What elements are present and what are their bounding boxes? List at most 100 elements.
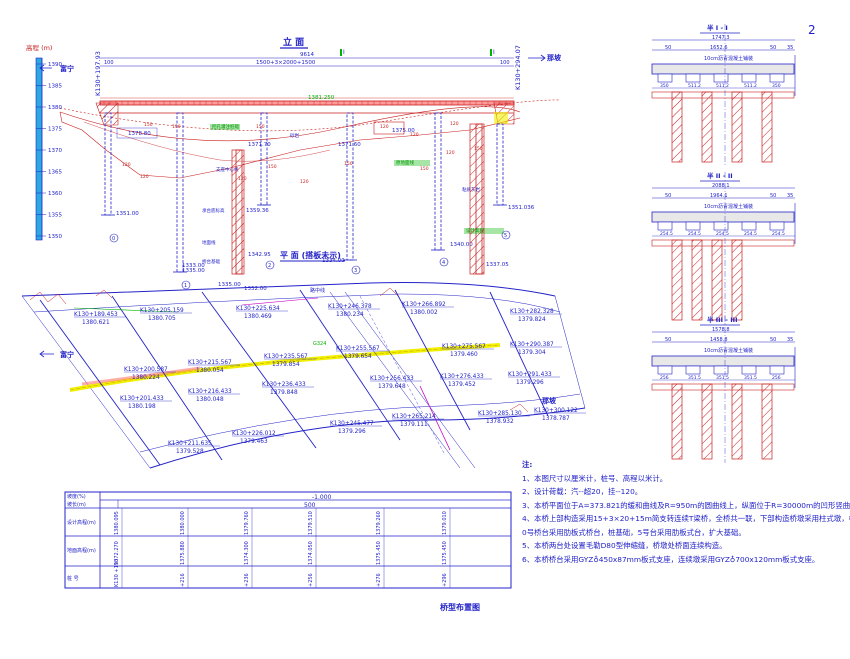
plan-station-k: K130+215.567: [188, 360, 232, 366]
elevation-value: 1371.60: [338, 142, 361, 148]
small-dim: 120: [450, 121, 459, 127]
small-dim: 120: [122, 162, 131, 168]
elevation-annotation: 砂岩: [290, 132, 299, 139]
table-ground-elev: 1374.050: [308, 541, 314, 565]
elevation-value: 1351.00: [116, 211, 139, 217]
table-station: +236: [244, 573, 250, 587]
section-dim: 1458.8: [710, 337, 728, 343]
plan-station-k: K130+189.453: [74, 312, 118, 318]
elevation-title: 立 面: [283, 36, 304, 48]
elevation-value: 1335.00: [218, 282, 241, 288]
plan-station-elev: 1379.854: [272, 362, 300, 368]
elevation-annotation: 支座中心线: [216, 166, 239, 173]
plan-station-label: K130+226.012 1379.463: [232, 431, 284, 445]
section-beam-dim: 254.5: [716, 231, 729, 237]
section-dim: 50: [665, 193, 671, 199]
elevation-value: 1371.70: [248, 142, 271, 148]
elevation-annotation: 承台底标高: [202, 207, 225, 214]
scale-tick-label: 1355: [48, 213, 62, 219]
table-design-elev: 1379.510: [308, 511, 314, 535]
table-station: +216: [180, 573, 186, 587]
elevation-right-end: 那坡: [547, 53, 562, 62]
scale-tick-label: 1385: [48, 84, 62, 90]
plan-station-k: K130+282.328: [510, 309, 554, 315]
section-deck-note: 10cm沥青混凝土铺装: [704, 55, 753, 62]
plan-station-k: K130+226.012: [232, 431, 276, 437]
elevation-value: 1359.36: [246, 208, 269, 214]
pier-number: 2: [268, 263, 271, 269]
small-dim: 150: [344, 161, 353, 167]
elevation-value: 1375.00: [392, 128, 415, 134]
scale-tick-label: 1375: [48, 127, 62, 133]
plan-station-elev: 1380.054: [196, 368, 224, 374]
pier-number: 5: [504, 233, 507, 239]
section-beam-dim: 256: [772, 375, 781, 381]
plan-station-k: K130+235.567: [264, 354, 308, 360]
plan-station-label: K130+215.567 1380.054: [188, 360, 240, 374]
plan-station-k: K130+211.635: [168, 441, 212, 447]
table-row-label: 设计高程(m): [67, 519, 96, 526]
tbl-length: 500: [304, 502, 316, 509]
section-dim: 1964.1: [710, 193, 728, 199]
section-dim: 50: [770, 193, 776, 199]
small-dim: 120: [410, 132, 419, 138]
plan-axis-label: 路中线: [310, 287, 325, 294]
table-station: +296: [442, 573, 448, 587]
elevation-value: 1333.00: [182, 263, 205, 269]
section-title: 半 I - I: [707, 23, 728, 32]
plan-station-elev: 1380.234: [336, 312, 364, 318]
plan-station-elev: 1378.787: [542, 416, 570, 422]
table-ground-elev: 1374.300: [244, 541, 250, 565]
section-title: 半 II - II: [707, 171, 733, 180]
plan-station-elev: 1380.048: [196, 397, 224, 403]
pier-number-circle: [181, 280, 191, 290]
profile-table: 坡度(%)坡长(m)设计高程(m)地面高程(m)桩 号 -1.000 500 1…: [64, 491, 512, 589]
plan-station-elev: 1379.304: [518, 350, 546, 356]
table-station: +256: [308, 573, 314, 587]
plan-title: 平 面 (搭板未示): [280, 250, 341, 260]
section-dim: 1652.6: [710, 45, 728, 51]
plan-station-k: K130+290.387: [510, 342, 554, 348]
section-dim: 35: [787, 45, 793, 51]
table-ground-elev: 1375.880: [180, 541, 186, 565]
scale-tick-label: 1390: [48, 62, 62, 68]
plan-view: 平 面 (搭板未示) 富宁 那坡 路中线 G324 K130+189.45313…: [21, 250, 586, 469]
section-beam-dim: 351.5: [688, 375, 701, 381]
pile: [496, 123, 504, 206]
table-ground-elev: 1375.450: [376, 541, 382, 565]
plan-station-elev: 1380.469: [244, 314, 272, 320]
plan-station-elev: 1380.621: [82, 320, 110, 326]
section-beam-dim: 350: [772, 83, 781, 89]
plan-station-elev: 1379.111: [400, 422, 428, 428]
note-item: 2、设计荷载：汽--超20，挂--120。: [522, 487, 643, 496]
elevation-value: 1332.00: [244, 286, 267, 292]
pier-number-circle: [265, 260, 275, 270]
page-number: 2: [808, 23, 816, 37]
plan-pier-line: [394, 289, 471, 431]
pile: [346, 112, 354, 261]
section-beam-dim: 511.2: [716, 83, 729, 89]
pier-number: 4: [442, 260, 445, 266]
plan-station-elev: 1379.463: [240, 439, 268, 445]
plan-station-k: K130+236.433: [262, 382, 306, 388]
elevation-value: 1378.80: [128, 131, 151, 137]
plan-pier-line: [201, 291, 317, 449]
table-ground-elev: 1372.270: [114, 541, 120, 565]
section-width: 2088.1: [712, 183, 730, 189]
section-beam-dim: 511.2: [688, 83, 701, 89]
small-dim: 120: [300, 179, 309, 185]
